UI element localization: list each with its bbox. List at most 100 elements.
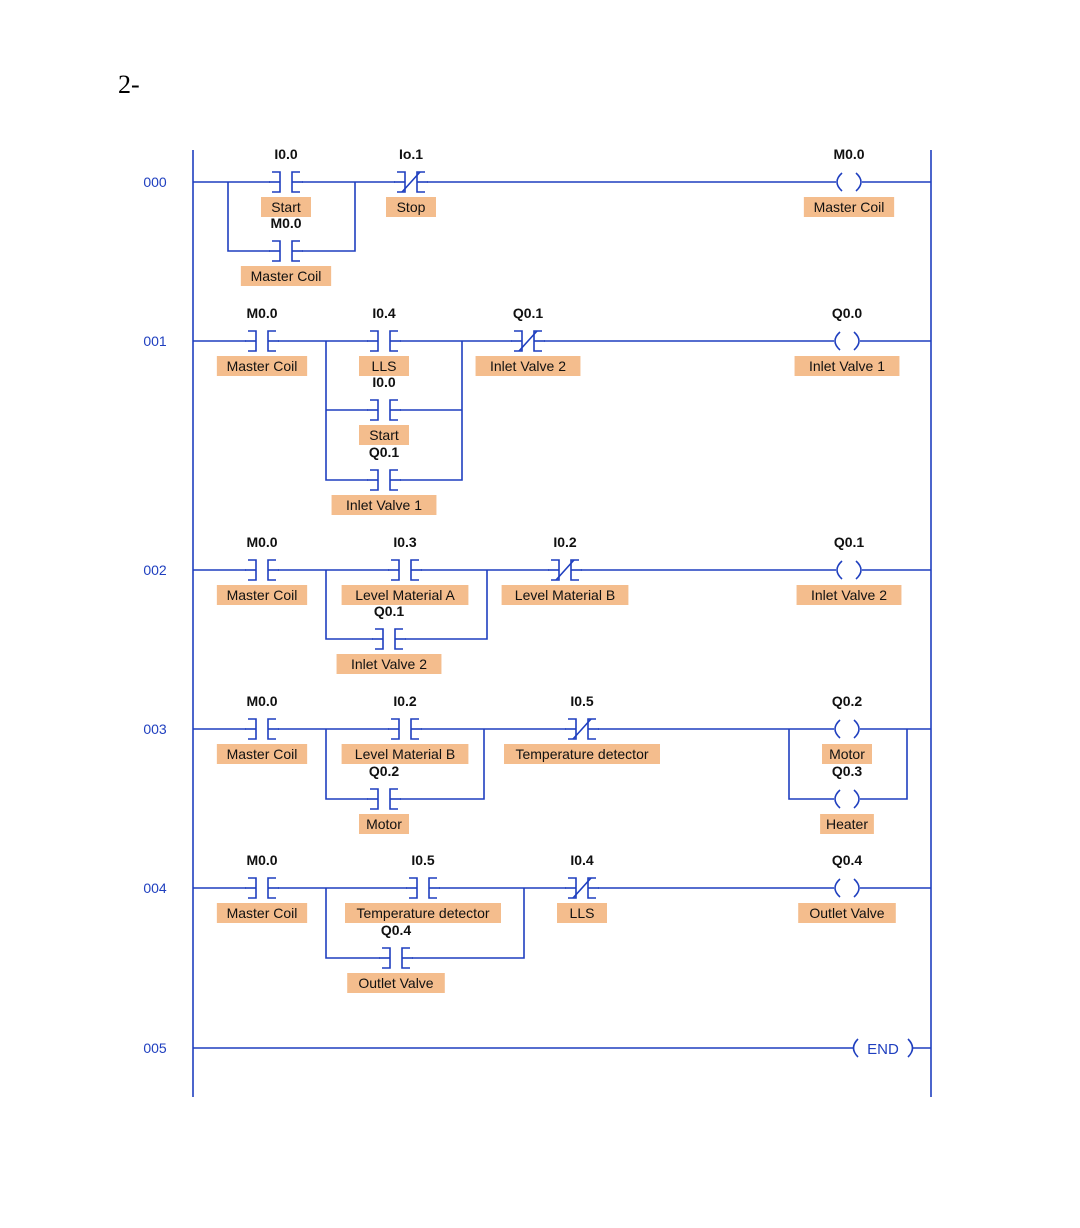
contact-plate-right: [587, 718, 596, 740]
contact-slash: [518, 330, 538, 352]
contact-plate-left: [375, 628, 384, 650]
contact-operand: I0.0: [274, 146, 298, 162]
rung-address: 004: [143, 880, 167, 896]
label-background: [820, 814, 874, 834]
coil-label: Inlet Valve 2: [811, 587, 887, 603]
contact-plate-right: [291, 171, 300, 193]
contact-label: Motor: [366, 816, 402, 832]
normally-open-contact-icon: [367, 330, 401, 352]
rung-address: 005: [143, 1040, 167, 1056]
contact-operand: M0.0: [246, 693, 277, 709]
branch-wire: [325, 341, 368, 481]
contact-label: Start: [271, 199, 301, 215]
contact-plate-left: [370, 788, 379, 810]
end-coil-icon: [852, 1038, 859, 1058]
coil-label: Heater: [826, 816, 868, 832]
contact-operand: M0.0: [246, 305, 277, 321]
coil-icon: [853, 789, 860, 809]
label-background: [336, 654, 442, 674]
contact-slash: [401, 171, 421, 193]
contact-plate-left: [568, 718, 577, 740]
label-background: [794, 356, 900, 376]
contact-plate-left: [568, 877, 577, 899]
coil-label: Outlet Valve: [809, 905, 884, 921]
contact-slash: [572, 718, 592, 740]
label-background: [501, 585, 629, 605]
label-background: [345, 903, 501, 923]
normally-open-contact-icon: [245, 330, 279, 352]
coil-operand: Q0.4: [832, 852, 863, 868]
branch-wire: [325, 888, 380, 959]
coil-label: Master Coil: [814, 199, 885, 215]
contact-operand: I0.4: [570, 852, 594, 868]
contact-plate-right: [416, 171, 425, 193]
contact-plate-right: [389, 469, 398, 491]
contact-plate-left: [248, 877, 257, 899]
rung-address: 000: [143, 174, 167, 190]
label-background: [803, 197, 895, 217]
contact-plate-left: [409, 877, 418, 899]
label-background: [822, 744, 872, 764]
normally-open-contact-icon: [245, 559, 279, 581]
contact-plate-left: [248, 330, 257, 352]
branch-wire: [302, 182, 356, 252]
contact-plate-left: [391, 718, 400, 740]
contact-label: LLS: [372, 358, 397, 374]
contact-plate-right: [394, 628, 403, 650]
contact-label: Temperature detector: [515, 746, 648, 762]
contact-slash: [555, 559, 575, 581]
contact-label: Stop: [397, 199, 426, 215]
label-background: [347, 973, 445, 993]
coil-icon: [855, 560, 862, 580]
label-background: [216, 585, 308, 605]
contact-plate-right: [587, 877, 596, 899]
label-background: [216, 356, 308, 376]
contact-operand: I0.2: [393, 693, 417, 709]
contact-plate-left: [370, 399, 379, 421]
contact-label: Master Coil: [227, 358, 298, 374]
coil-label: Motor: [829, 746, 865, 762]
coil-label: Inlet Valve 1: [809, 358, 885, 374]
coil-icon: [853, 331, 860, 351]
branch-wire: [860, 729, 908, 800]
contact-label: Level Material B: [355, 746, 455, 762]
coil-icon: [834, 789, 841, 809]
contact-operand: M0.0: [246, 852, 277, 868]
contact-label: Start: [369, 427, 399, 443]
contact-operand: Q0.2: [369, 763, 400, 779]
contact-label: Level Material B: [515, 587, 615, 603]
normally-open-contact-icon: [367, 399, 401, 421]
contact-plate-right: [570, 559, 579, 581]
coil-operand: Q0.0: [832, 305, 863, 321]
label-background: [359, 425, 409, 445]
branch-wire: [325, 570, 373, 640]
contact-plate-right: [389, 788, 398, 810]
coil-operand: Q0.1: [834, 534, 865, 550]
normally-open-contact-icon: [388, 559, 422, 581]
contact-operand: I0.2: [553, 534, 577, 550]
contact-plate-left: [514, 330, 523, 352]
contact-label: Master Coil: [227, 587, 298, 603]
normally-open-contact-icon: [406, 877, 440, 899]
branch-wire: [400, 341, 463, 481]
label-background: [216, 903, 308, 923]
label-background: [359, 814, 409, 834]
label-background: [341, 744, 469, 764]
normally-closed-contact-icon: [548, 559, 582, 581]
contact-operand: M0.0: [246, 534, 277, 550]
contact-plate-right: [291, 240, 300, 262]
contact-label: Master Coil: [227, 746, 298, 762]
label-background: [216, 744, 308, 764]
contact-plate-left: [272, 240, 281, 262]
contact-plate-left: [397, 171, 406, 193]
contact-label: Inlet Valve 2: [351, 656, 427, 672]
label-background: [798, 903, 896, 923]
label-background: [331, 495, 437, 515]
label-background: [386, 197, 436, 217]
rung-address: 003: [143, 721, 167, 737]
contact-operand: I0.4: [372, 305, 396, 321]
normally-open-contact-icon: [269, 171, 303, 193]
end-instruction: END: [867, 1041, 899, 1058]
contact-slash: [572, 877, 592, 899]
label-background: [796, 585, 902, 605]
